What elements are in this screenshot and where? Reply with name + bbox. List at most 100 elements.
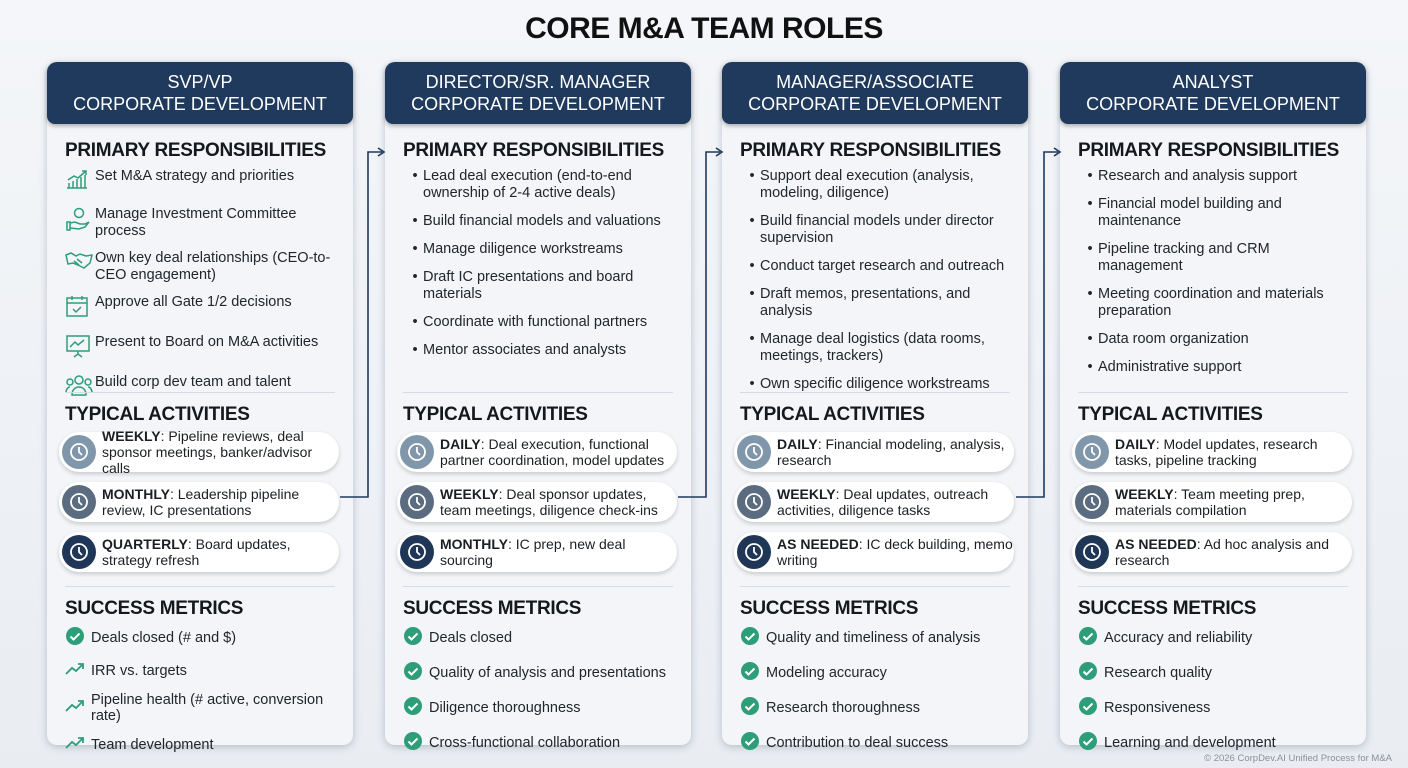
responsibility-text: Approve all Gate 1/2 decisions	[95, 294, 292, 310]
bullet-icon: •	[749, 376, 755, 392]
metric-item: Accuracy and reliability	[1078, 626, 1356, 650]
metric-item: Diligence thoroughness	[403, 696, 681, 720]
activity-text: WEEKLY: Deal sponsor updates, team meeti…	[440, 486, 677, 518]
calendar-check-icon	[65, 294, 95, 322]
responsibility-text: Set M&A strategy and priorities	[95, 168, 295, 184]
activity-frequency: WEEKLY	[1115, 486, 1174, 502]
activity-pill: MONTHLY: IC prep, new deal sourcing	[397, 532, 677, 572]
responsibility-text: Pipeline tracking and CRM management	[1098, 241, 1270, 274]
metric-item: Team development	[65, 735, 343, 755]
check-circle-icon	[740, 731, 766, 755]
metric-item: IRR vs. targets	[65, 661, 343, 681]
clock-icon	[62, 435, 96, 469]
metric-text: IRR vs. targets	[91, 663, 187, 679]
responsibility-item: •Draft IC presentations and board materi…	[403, 269, 681, 303]
responsibility-item: •Conduct target research and outreach	[740, 258, 1018, 275]
section-heading: PRIMARY RESPONSIBILITIES	[65, 140, 326, 161]
activity-text: AS NEEDED: Ad hoc analysis and research	[1115, 536, 1352, 568]
metric-text: Team development	[91, 737, 214, 753]
metric-text: Deals closed (# and $)	[91, 630, 237, 646]
metric-text: Deals closed	[429, 630, 513, 646]
responsibility-text: Own specific diligence workstreams	[760, 376, 990, 392]
check-circle-icon	[1078, 731, 1104, 755]
activity-text: DAILY: Financial modeling, analysis, res…	[777, 436, 1014, 468]
divider	[65, 392, 335, 393]
bullet-icon: •	[1087, 196, 1093, 212]
responsibilities-section: PRIMARY RESPONSIBILITIES•Research and an…	[1078, 140, 1356, 387]
clock-icon	[62, 535, 96, 569]
activity-frequency: AS NEEDED	[777, 536, 859, 552]
responsibility-text: Mentor associates and analysts	[423, 342, 627, 358]
activity-text: MONTHLY: IC prep, new deal sourcing	[440, 536, 677, 568]
responsibility-text: Present to Board on M&A activities	[95, 334, 319, 350]
activity-frequency: WEEKLY	[777, 486, 836, 502]
divider	[65, 586, 335, 587]
role-subtitle: CORPORATE DEVELOPMENT	[748, 94, 1002, 114]
bullet-icon: •	[749, 331, 755, 347]
activities-section: TYPICAL ACTIVITIES DAILY: Model updates, …	[1072, 404, 1356, 582]
check-circle-icon	[1078, 626, 1104, 650]
activity-frequency: WEEKLY	[440, 486, 499, 502]
activity-pill: WEEKLY: Team meeting prep, materials com…	[1072, 482, 1352, 522]
activity-text: WEEKLY: Team meeting prep, materials com…	[1115, 486, 1352, 518]
footer-copyright: © 2026 CorpDev.AI Unified Process for M&…	[1204, 753, 1392, 764]
metric-item: Contribution to deal success	[740, 731, 1018, 755]
activity-pill: AS NEEDED: Ad hoc analysis and research	[1072, 532, 1352, 572]
activity-description: : Board updates, strategy refresh	[102, 536, 291, 568]
divider	[403, 392, 673, 393]
metric-item: Cross-functional collaboration	[403, 731, 681, 755]
responsibility-text: Draft memos, presentations, and analysis	[760, 286, 971, 319]
responsibility-item: •Administrative support	[1078, 359, 1356, 376]
check-circle-icon	[65, 626, 91, 650]
activity-pill: QUARTERLY: Board updates, strategy refre…	[59, 532, 339, 572]
responsibility-item: • Build financial models under director s…	[740, 213, 1018, 247]
connector-line	[678, 151, 720, 498]
activities-section: TYPICAL ACTIVITIES DAILY: Financial model…	[734, 404, 1018, 582]
bullet-icon: •	[412, 213, 418, 229]
activity-pill: DAILY: Model updates, research tasks, pi…	[1072, 432, 1352, 472]
activity-description: : Leadership pipeline review, IC present…	[102, 486, 300, 518]
check-circle-icon	[1078, 696, 1104, 720]
responsibility-text: Meeting coordination and materials prepa…	[1098, 286, 1324, 319]
growth-chart-icon	[65, 168, 95, 194]
metric-text: Accuracy and reliability	[1104, 630, 1253, 646]
bullet-icon: •	[749, 213, 755, 229]
clock-icon	[1075, 435, 1109, 469]
activity-description: : Deal sponsor updates, team meetings, d…	[440, 486, 658, 518]
activity-pill: WEEKLY: Deal sponsor updates, team meeti…	[397, 482, 677, 522]
clock-icon	[400, 435, 434, 469]
responsibility-text: Build financial models under director su…	[760, 213, 994, 246]
activity-frequency: DAILY	[440, 436, 481, 452]
responsibility-text: Financial model building and maintenance	[1098, 196, 1282, 229]
activity-description: : Financial modeling, analysis, research	[777, 436, 1005, 468]
activity-description: : IC deck building, memo writing	[777, 536, 1013, 568]
role-title: ANALYST	[1172, 72, 1254, 92]
role-title: MANAGER/ASSOCIATE	[776, 72, 974, 92]
clock-icon	[400, 485, 434, 519]
activity-description: : Ad hoc analysis and research	[1115, 536, 1329, 568]
divider	[1078, 586, 1348, 587]
clock-icon	[1075, 485, 1109, 519]
activity-pill: MONTHLY: Leadership pipeline review, IC …	[59, 482, 339, 522]
role-subtitle: CORPORATE DEVELOPMENT	[411, 94, 665, 114]
activity-description: : Pipeline reviews, deal sponsor meeting…	[102, 428, 313, 476]
activity-description: : Deal execution, functional partner coo…	[440, 436, 665, 468]
metric-text: Modeling accuracy	[766, 665, 887, 681]
bullet-icon: •	[1087, 241, 1093, 257]
responsibility-text: Manage Investment Committee process	[95, 206, 297, 239]
divider	[740, 586, 1010, 587]
section-heading: TYPICAL ACTIVITIES	[1078, 404, 1263, 425]
activity-pill: DAILY: Financial modeling, analysis, res…	[734, 432, 1014, 472]
metric-item: Deals closed (# and $)	[65, 626, 343, 650]
responsibilities-section: PRIMARY RESPONSIBILITIES•Lead deal execu…	[403, 140, 681, 370]
metric-text: Diligence thoroughness	[429, 700, 581, 716]
responsibility-text: Lead deal execution (end-to-end ownershi…	[423, 168, 632, 201]
responsibility-item: •Manage diligence workstreams	[403, 241, 681, 258]
bullet-icon: •	[749, 286, 755, 302]
section-heading: TYPICAL ACTIVITIES	[740, 404, 925, 425]
